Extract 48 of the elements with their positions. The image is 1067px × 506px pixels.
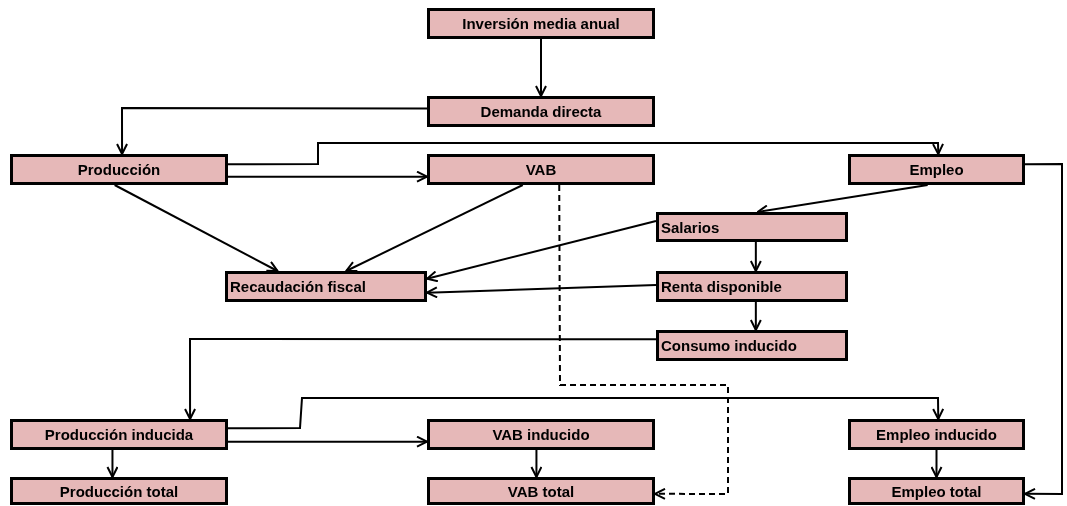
arrow <box>227 142 944 166</box>
process-box <box>427 154 655 185</box>
arrow <box>530 449 543 478</box>
arrow <box>116 107 428 155</box>
box-label: Demanda directa <box>480 103 602 120</box>
arrow <box>184 338 657 420</box>
arrow <box>426 283 657 299</box>
box-label: Consumo inducido <box>661 337 797 354</box>
process-box <box>427 96 655 127</box>
arrow <box>749 301 762 331</box>
process-box <box>10 154 228 185</box>
process-box <box>848 477 1025 505</box>
box-label: VAB total <box>507 482 575 500</box>
process-box <box>10 419 228 450</box>
arrow <box>930 449 943 478</box>
arrow <box>113 184 279 272</box>
arrow <box>227 435 428 448</box>
arrow <box>106 449 119 478</box>
arrow <box>345 184 524 273</box>
dashed-arrow <box>558 184 729 500</box>
box-label: Recaudación fiscal <box>230 278 366 295</box>
arrow <box>749 241 762 272</box>
box-label: Empleo <box>909 161 964 178</box>
process-box <box>427 419 655 450</box>
process-box <box>656 212 848 242</box>
process-box <box>848 419 1025 450</box>
arrow <box>426 220 657 283</box>
box-label: Producción <box>77 161 161 178</box>
box-label: Salarios <box>661 218 720 236</box>
arrow <box>535 38 547 97</box>
box-label: Producción total <box>59 482 179 500</box>
process-box <box>656 271 848 302</box>
box-label: Inversión media anual <box>462 15 620 32</box>
process-box <box>656 330 848 361</box>
process-box <box>848 154 1025 185</box>
process-box <box>427 8 655 39</box>
arrow <box>227 397 945 430</box>
arrow <box>227 170 428 183</box>
box-label: Producción inducida <box>44 426 194 443</box>
box-label: VAB <box>525 161 557 178</box>
process-box <box>225 271 427 302</box>
process-box <box>10 477 228 505</box>
process-box <box>427 477 655 505</box>
arrow <box>1024 163 1063 500</box>
box-label: Renta disponible <box>661 278 782 295</box>
box-label: VAB inducido <box>492 426 590 443</box>
box-label: Empleo total <box>891 482 982 500</box>
box-label: Empleo inducido <box>876 426 997 443</box>
